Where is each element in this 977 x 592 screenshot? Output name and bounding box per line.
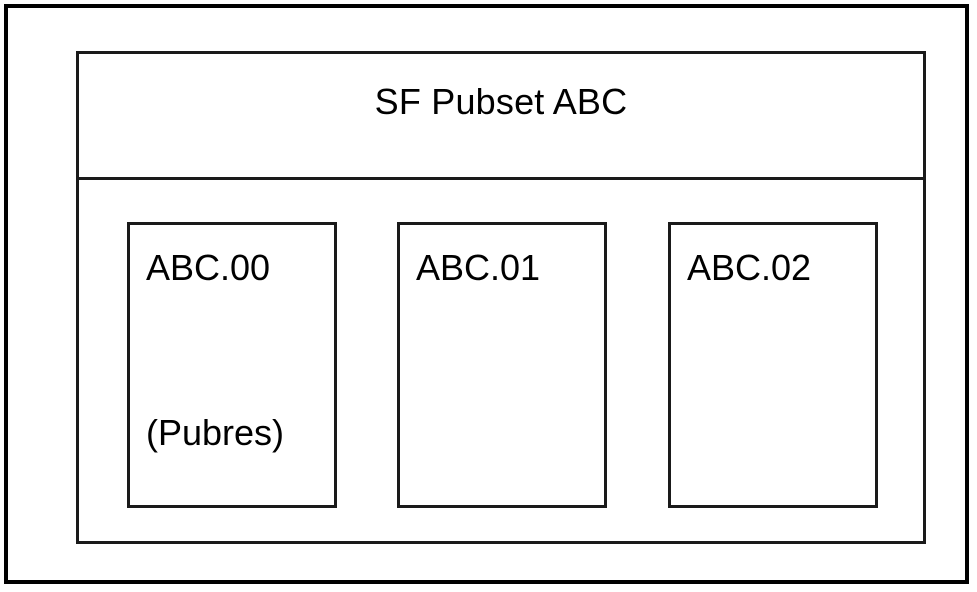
volume-note: (Pubres) <box>146 412 285 453</box>
volume-box: ABC.01 <box>397 222 607 508</box>
pubset-frame: SF Pubset ABC ABC.00 (Pubres) ABC.01 ABC… <box>76 51 926 544</box>
volume-name: ABC.02 <box>687 247 812 288</box>
volume-name: ABC.00 <box>146 247 271 288</box>
pubset-header: SF Pubset ABC <box>79 54 923 180</box>
outer-page-border: SF Pubset ABC ABC.00 (Pubres) ABC.01 ABC… <box>4 4 969 584</box>
pubset-body: ABC.00 (Pubres) ABC.01 ABC.02 <box>79 180 923 541</box>
pubset-title: SF Pubset ABC <box>374 81 628 122</box>
volume-box: ABC.02 <box>668 222 878 508</box>
volume-name: ABC.01 <box>416 247 541 288</box>
volume-box: ABC.00 (Pubres) <box>127 222 337 508</box>
